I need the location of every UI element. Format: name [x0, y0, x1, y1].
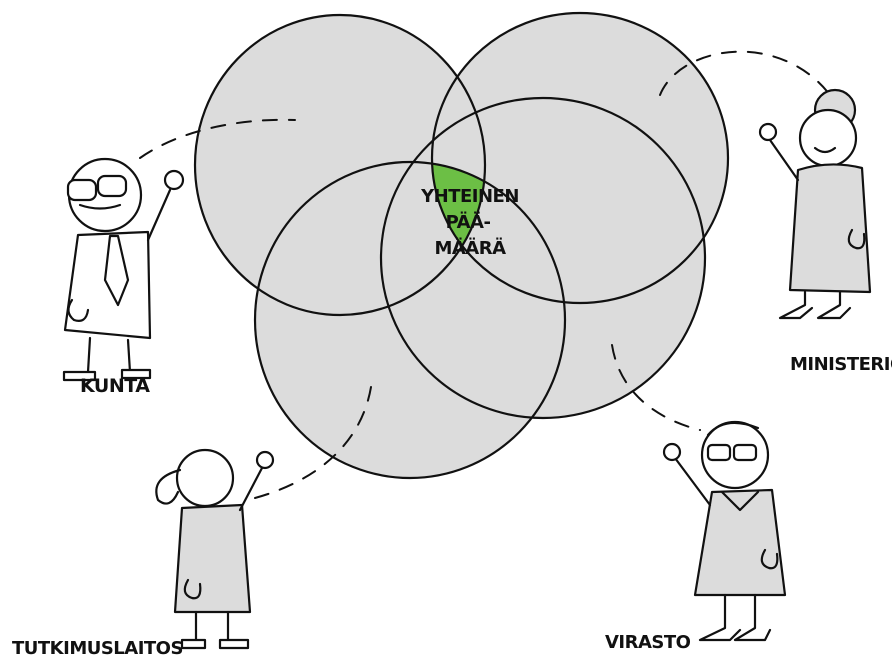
venn-circle-virasto — [381, 98, 705, 418]
person-virasto — [662, 420, 787, 642]
label-kunta: KUNTA — [80, 375, 150, 397]
label-virasto: VIRASTO — [605, 632, 691, 653]
shared-goal-line-1: YHTEINEN — [420, 186, 519, 207]
shared-goal-line-2: PÄÄ- — [446, 211, 491, 233]
actor-labels: KUNTA MINISTERIÖ TUTKIMUSLAITOS VIRASTO — [12, 353, 892, 659]
dashed-connectors — [139, 50, 831, 499]
shared-goal-line-3: MÄÄRÄ — [434, 237, 506, 259]
connector-kunta — [139, 118, 296, 159]
person-tutkimuslaitos — [155, 448, 275, 650]
label-ministerio: MINISTERIÖ — [790, 353, 892, 375]
label-tutkimuslaitos: TUTKIMUSLAITOS — [12, 638, 183, 659]
person-ministerio — [758, 88, 872, 320]
person-kunta — [62, 157, 185, 382]
connector-tutkimuslaitos — [254, 379, 373, 499]
connector-ministerio — [659, 50, 831, 96]
connector-virasto — [611, 344, 701, 431]
shared-goal-label: YHTEINEN PÄÄ- MÄÄRÄ — [420, 186, 519, 259]
